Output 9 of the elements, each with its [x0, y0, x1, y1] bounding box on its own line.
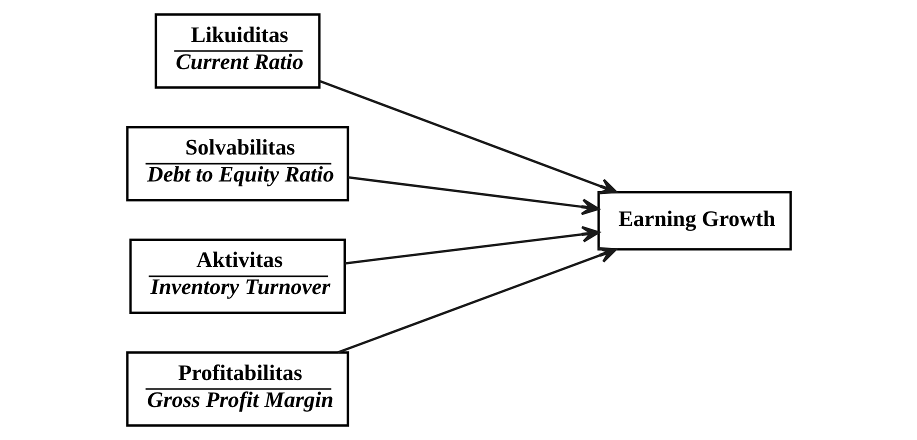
node-box: Likuiditas Current Ratio	[154, 13, 320, 89]
arrow	[344, 226, 600, 265]
arrow	[347, 176, 599, 216]
arrow	[336, 247, 616, 354]
node-box: Aktivitas Inventory Turnover	[128, 238, 346, 314]
node-box: Earning Growth	[596, 191, 792, 251]
node-box: Solvabilitas Debt to Equity Ratio	[126, 126, 349, 202]
node-box: Profitabilitas Gross Profit Margin	[126, 351, 349, 427]
arrow	[318, 80, 617, 194]
